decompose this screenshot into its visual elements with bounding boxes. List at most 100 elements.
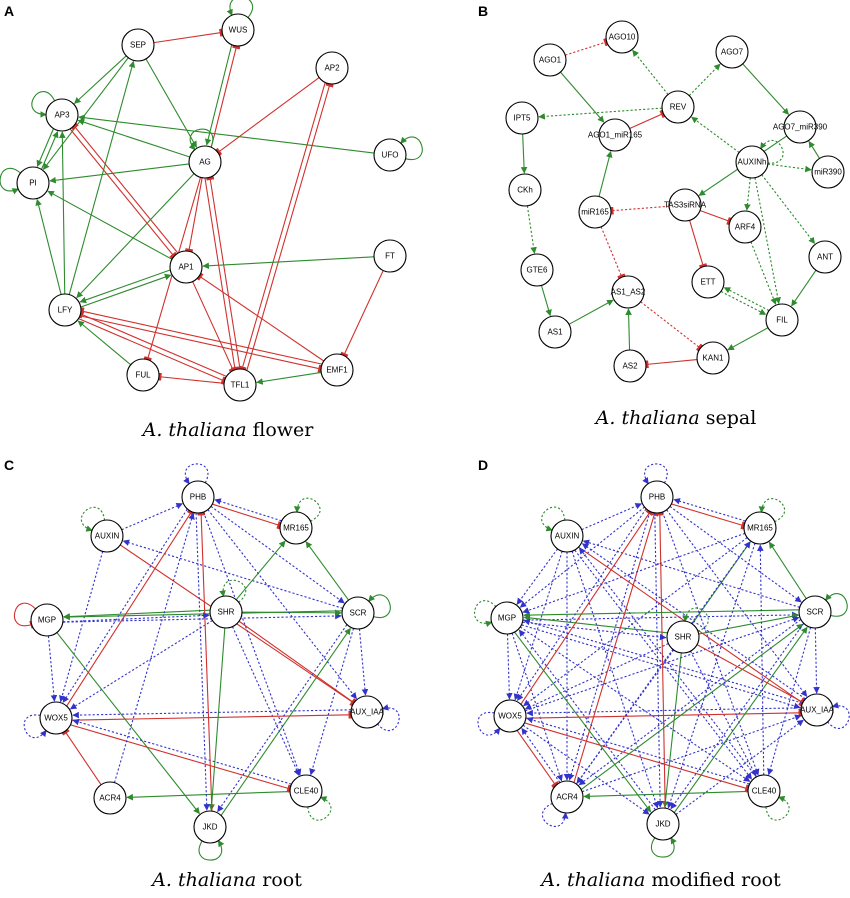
panel-c-edge-shr-to-aux-iaa bbox=[238, 620, 357, 707]
node-label: MGP bbox=[38, 616, 56, 625]
panel-a-node-tfl1: TFL1 bbox=[223, 368, 257, 402]
node-circle bbox=[661, 90, 695, 124]
panel-c-edge-shr-to-wox5 bbox=[69, 619, 213, 710]
panel-b-edge-as1-to-as1-as2 bbox=[568, 299, 614, 325]
node-circle bbox=[613, 349, 647, 383]
node-label: SEP bbox=[130, 41, 146, 50]
panel-c-node-jkd: JKD bbox=[193, 810, 227, 844]
node-circle bbox=[520, 253, 554, 287]
panel-c-edge-mr165-to-phb bbox=[214, 498, 282, 522]
node-circle bbox=[696, 341, 730, 375]
panel-b-edge-rev-to-ago10 bbox=[632, 49, 669, 95]
panel-a-node-emf1: EMF1 bbox=[320, 353, 354, 387]
panel-d-edge-phb-to-jkd bbox=[654, 513, 664, 808]
panel-d-self-loop-wox5 bbox=[477, 711, 501, 736]
panel-d-edge-phb-to-cle40 bbox=[661, 511, 760, 776]
node-label: FT bbox=[385, 252, 395, 261]
panel-a: A SEPWUSAP2AP3AGUFOPIAP1FTLFYEMF1FULTFL1… bbox=[0, 0, 423, 441]
node-label: miR165 bbox=[581, 208, 609, 217]
panel-a-node-pi: PI bbox=[16, 166, 50, 200]
node-circle bbox=[373, 138, 407, 172]
node-label: AP3 bbox=[54, 111, 70, 120]
panel-a-edge-lfy-to-tfl1 bbox=[78, 318, 227, 385]
node-label: UFO bbox=[382, 151, 399, 160]
panel-b-edge-tas3sirna-to-mir165 bbox=[610, 205, 670, 215]
node-circle bbox=[45, 98, 79, 132]
panel-c-edge-auxin-to-phb bbox=[121, 503, 183, 531]
panel-c-self-loop-wox5 bbox=[23, 714, 47, 739]
panel-c-node-phb: PHB bbox=[181, 480, 215, 514]
panel-d-self-loop-mgp bbox=[474, 600, 497, 628]
node-label: AGO7 bbox=[721, 48, 744, 57]
node-circle bbox=[533, 43, 567, 77]
panel-c-edge-cle40-to-acr4 bbox=[126, 791, 291, 801]
panel-b: B AGO1AGO10AGO7IPT5REVAGO7_miR390AGO1_mi… bbox=[478, 3, 845, 429]
node-label: KAN1 bbox=[703, 354, 724, 363]
panel-letter-a: A bbox=[4, 3, 14, 19]
panel-a-edge-ap1-to-tfl1 bbox=[192, 281, 238, 373]
panel-c-edge-shr-to-mr165 bbox=[235, 540, 286, 601]
panel-b-self-loop-auxinh bbox=[760, 140, 784, 164]
panel-a-edge-emf1-to-tfl1 bbox=[256, 371, 322, 385]
node-label: CKh bbox=[517, 186, 533, 195]
panel-b-edge-tas3sirna-to-ett bbox=[689, 220, 708, 269]
panel-d-edge-cle40-to-mr165 bbox=[757, 544, 765, 776]
panel-a-edges bbox=[0, 0, 423, 385]
node-circle bbox=[289, 774, 323, 808]
panel-a-edge-ag-to-tfl1 bbox=[204, 178, 239, 371]
panel-c-edge-jkd-to-phb bbox=[197, 512, 213, 811]
panel-c-self-loop-mr165 bbox=[293, 497, 321, 522]
panel-d-self-loop-cle40 bbox=[765, 796, 790, 821]
panel-d-edge-phb-to-mr165 bbox=[671, 503, 746, 530]
node-circle bbox=[646, 807, 680, 841]
panel-a-edge-tfl1-to-ag bbox=[206, 176, 241, 369]
panel-a-edge-ag-to-lfy bbox=[76, 173, 195, 299]
panel-d-edge-scr-to-mr165 bbox=[768, 541, 807, 599]
panel-c-edge-scr-to-cle40 bbox=[309, 628, 355, 776]
panel-b-node-arf4: ARF4 bbox=[728, 210, 762, 244]
panel-d-edge-jkd-to-mgp bbox=[518, 629, 656, 811]
panel-d-edge-phb-to-scr bbox=[669, 505, 802, 603]
node-circle bbox=[169, 250, 203, 284]
panel-a-edge-ap2-to-tfl1 bbox=[238, 82, 326, 371]
panel-b-edge-ett-to-fil bbox=[720, 291, 767, 315]
node-circle bbox=[550, 519, 584, 553]
node-label: JKD bbox=[655, 820, 670, 829]
panel-b-edge-tas3sirna-to-arf4 bbox=[699, 209, 732, 226]
panel-b-edge-arf4-to-fil bbox=[750, 241, 777, 305]
panel-d-edge-scr-to-auxin bbox=[582, 539, 800, 608]
panel-c-nodes: PHBMR165AUXINSCRMGPSHRWOX5AUX_IAAACR4CLE… bbox=[30, 480, 385, 844]
panel-d-self-loop-mr165 bbox=[758, 498, 786, 523]
node-label: SHR bbox=[218, 608, 235, 617]
panel-d-edge-wox5-to-acr4 bbox=[516, 730, 560, 789]
panel-b-edge-mir165-to-as1-as2 bbox=[600, 226, 626, 280]
panel-c-edge-shr-to-scr bbox=[241, 609, 342, 617]
panel-c-edge-shr-to-cle40 bbox=[232, 626, 300, 777]
panel-a-edge-ap3-to-pi bbox=[36, 128, 54, 167]
node-circle bbox=[550, 780, 584, 814]
node-circle bbox=[508, 173, 542, 207]
panel-a-edge-ag-to-ap3 bbox=[77, 119, 190, 158]
panel-c-edge-jkd-to-scr bbox=[220, 627, 351, 816]
panel-d-self-loop-shr bbox=[682, 607, 709, 632]
node-label: AP1 bbox=[178, 263, 194, 272]
panel-b-edge-ipt5-to-ckh bbox=[520, 133, 528, 174]
panel-c-edge-phb-to-wox5 bbox=[62, 508, 188, 703]
node-label: AUXIN bbox=[95, 532, 120, 541]
node-label: GTE6 bbox=[527, 266, 548, 275]
panel-a-edge-ap1-to-pi bbox=[47, 190, 173, 260]
node-circle bbox=[765, 303, 799, 337]
panel-a-edge-sep-to-ag bbox=[145, 58, 198, 148]
panel-b-node-fil: FIL bbox=[765, 303, 799, 337]
node-circle bbox=[538, 315, 572, 349]
panel-d-edge-mgp-to-aux-iaa bbox=[521, 624, 801, 710]
panel-a-edge-lfy-to-emf1 bbox=[79, 315, 323, 373]
node-label: AG bbox=[199, 158, 211, 167]
panel-a-edge-pi-to-ap3 bbox=[41, 131, 59, 170]
panel-d-edge-aux-iaa-to-mgp bbox=[523, 618, 803, 704]
panel-d-edge-shr-to-wox5 bbox=[524, 643, 669, 710]
node-circle bbox=[39, 701, 73, 735]
node-label: JKD bbox=[202, 823, 217, 832]
panel-b-caption: A. thaliana sepal bbox=[594, 407, 757, 429]
